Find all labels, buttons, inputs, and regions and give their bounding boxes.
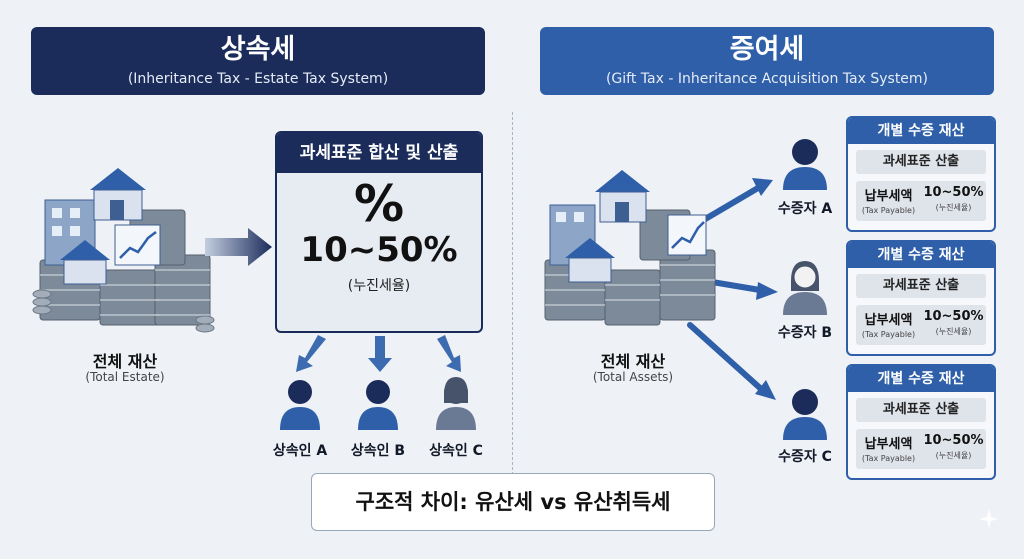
card-tax-row: 납부세액 (Tax Payable) 10~50% (누진세율) [856, 305, 986, 345]
rate-value: 10~50% [923, 433, 984, 448]
calc-rate: 10~50% [300, 230, 458, 270]
calc-rate-sub: (누진세율) [347, 278, 411, 295]
recipient-b-avatar [783, 261, 827, 315]
card-calc: 과세표준 산출 [856, 274, 986, 298]
gift-assets-illustration [544, 170, 716, 326]
estate-label: 전체 재산 [92, 352, 158, 371]
tax-label: 납부세액 [864, 313, 913, 328]
card-title: 개별 수증 재산 [848, 118, 994, 144]
combined-tax-calculation-box: 과세표준 합산 및 산출 % 10~50% (누진세율) [275, 131, 483, 333]
tax-label: 납부세액 [864, 437, 913, 452]
heir-b-avatar [358, 380, 398, 430]
gift-tax-title: 증여세 [729, 34, 805, 65]
rate-value: 10~50% [923, 309, 984, 324]
estate-assets-illustration [32, 168, 215, 333]
tax-label: 납부세액 [864, 189, 913, 204]
tax-sublabel: (Tax Payable) [861, 454, 916, 463]
rate-sublabel: (누진세율) [935, 327, 972, 336]
card-tax-row: 납부세액 (Tax Payable) 10~50% (누진세율) [856, 429, 986, 469]
gift-tax-header: 증여세 (Gift Tax - Inheritance Acquisition … [540, 27, 994, 95]
summary-box: 구조적 차이: 유산세 vs 유산취득세 [311, 473, 715, 531]
recipient-icons [783, 139, 827, 440]
heirs-icons [280, 377, 476, 430]
recipient-a-card: 개별 수증 재산 과세표준 산출 납부세액 (Tax Payable) 10~50… [846, 116, 996, 232]
tax-sublabel: (Tax Payable) [861, 330, 916, 339]
rate-sublabel: (누진세율) [935, 451, 972, 460]
card-calc: 과세표준 산출 [856, 398, 986, 422]
rate-sublabel: (누진세율) [935, 203, 972, 212]
card-title: 개별 수증 재산 [848, 366, 994, 392]
heir-c-label: 상속인 C [429, 443, 483, 459]
assets-label: 전체 재산 [600, 352, 666, 371]
estate-sublabel: (Total Estate) [85, 370, 165, 384]
recipient-c-label: 수증자 C [778, 449, 832, 465]
recipient-b-card: 개별 수증 재산 과세표준 산출 납부세액 (Tax Payable) 10~50… [846, 240, 996, 356]
sparkle-icon [979, 509, 999, 529]
recipient-c-avatar [783, 389, 827, 440]
estate-tax-title: 상속세 [220, 34, 296, 65]
tax-sublabel: (Tax Payable) [861, 206, 916, 215]
recipient-c-card: 개별 수증 재산 과세표준 산출 납부세액 (Tax Payable) 10~50… [846, 364, 996, 480]
card-tax-row: 납부세액 (Tax Payable) 10~50% (누진세율) [856, 181, 986, 221]
assets-sublabel: (Total Assets) [592, 370, 674, 384]
heir-c-avatar [436, 377, 476, 430]
heir-a-label: 상속인 A [272, 443, 328, 459]
estate-tax-subtitle: (Inheritance Tax - Estate Tax System) [127, 71, 389, 87]
estate-tax-header: 상속세 (Inheritance Tax - Estate Tax System… [31, 27, 485, 95]
calc-title: 과세표준 합산 및 산출 [277, 133, 481, 173]
percent-symbol: % [353, 175, 405, 233]
recipient-a-label: 수증자 A [777, 201, 833, 217]
card-calc: 과세표준 산출 [856, 150, 986, 174]
rate-value: 10~50% [923, 185, 984, 200]
gift-tax-subtitle: (Gift Tax - Inheritance Acquisition Tax … [605, 71, 929, 87]
card-title: 개별 수증 재산 [848, 242, 994, 268]
section-divider [512, 112, 513, 480]
heir-b-label: 상속인 B [350, 443, 406, 459]
recipient-b-label: 수증자 B [777, 325, 833, 341]
recipient-a-avatar [783, 139, 827, 190]
heir-a-avatar [280, 380, 320, 430]
